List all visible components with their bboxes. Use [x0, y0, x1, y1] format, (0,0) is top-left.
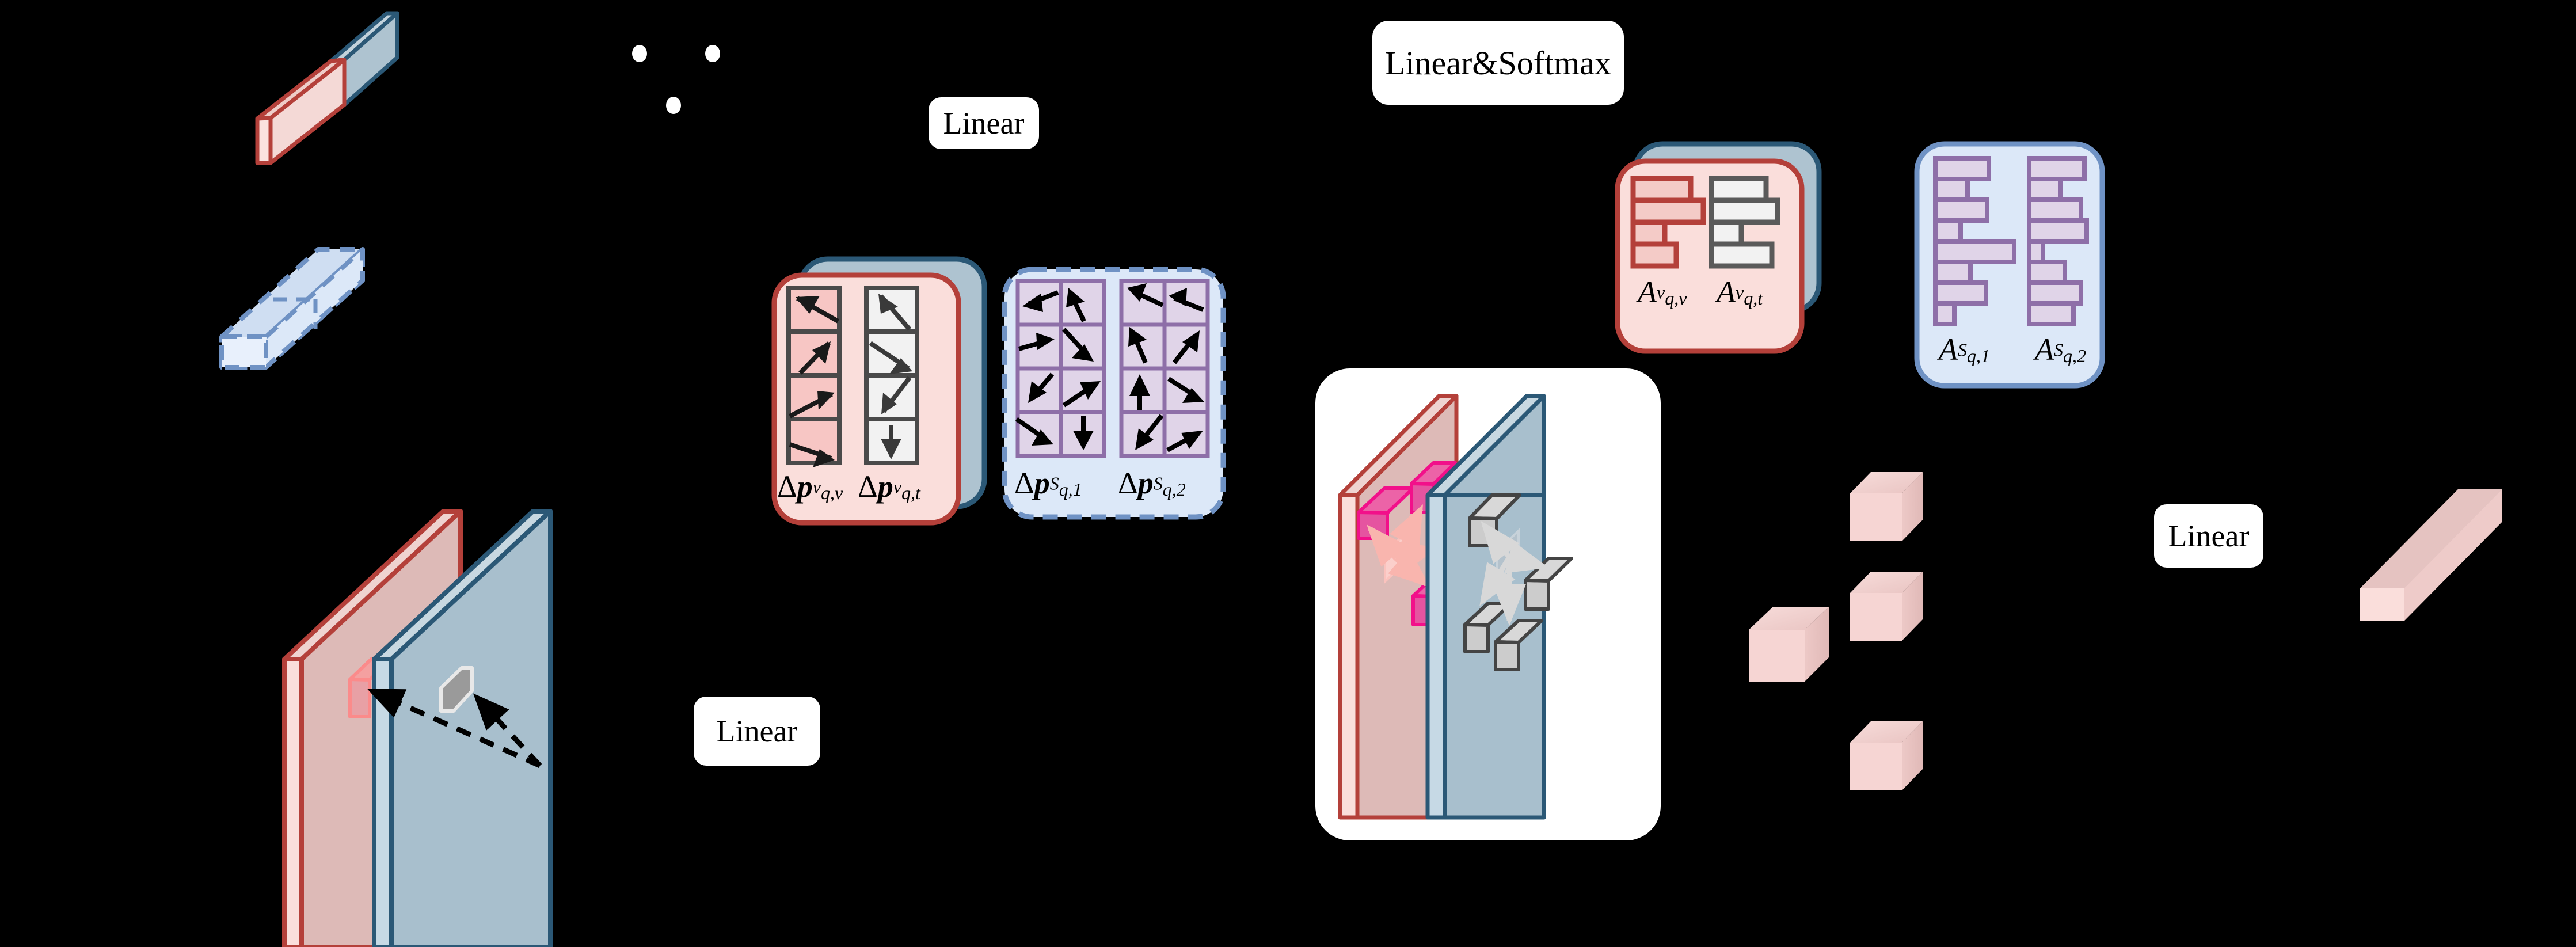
delta-symbol-dp-qv: Δ [777, 469, 797, 504]
plane-blue-left [372, 509, 553, 947]
feature-bar-top-left [255, 11, 399, 165]
offset-grid-dp-s2 [1119, 279, 1210, 458]
label-a-s1: ASq,1 [1939, 334, 1990, 365]
delta-symbol-dp-qt: Δ [858, 469, 878, 504]
pink-cubes-group [1749, 472, 1923, 790]
offset-panel-scene [1002, 267, 1226, 520]
delta-symbol-dp-s2: Δ [1118, 466, 1138, 500]
sub-a-s2: q,2 [2063, 345, 2086, 367]
p-symbol-dp-s1: p [1034, 466, 1050, 500]
offset-panel-visual [771, 256, 987, 526]
attention-bars-as1 [1933, 156, 2016, 326]
delta-symbol-dp-s1: Δ [1014, 466, 1034, 500]
sub-dp-s2: q,2 [1162, 479, 1186, 500]
planes-bottom-left [282, 509, 553, 947]
sup-dp-qv: v [812, 476, 821, 497]
feature-bar-blue-segment [329, 11, 399, 107]
sub-dp-qv: q,v [820, 482, 843, 504]
sup-a-qt: v [1736, 282, 1744, 303]
linear-label-right-text: Linear [2168, 519, 2250, 553]
attention-bars-aqv [1630, 176, 1706, 269]
correspondence-arrows [367, 688, 542, 769]
pink-cube-4 [1850, 721, 1923, 790]
a-symbol-s2: A [2035, 332, 2054, 367]
sub-dp-s1: q,1 [1059, 479, 1082, 500]
feature-bar-dashed-blue [219, 247, 365, 370]
sub-a-s1: q,1 [1967, 345, 1990, 367]
a-symbol-qv: A [1638, 275, 1657, 309]
attention-bars-aqt [1709, 176, 1780, 269]
a-symbol-qt: A [1717, 275, 1736, 309]
sub-a-qt: q,t [1744, 288, 1763, 309]
linear-label-right[interactable]: Linear [2154, 504, 2263, 568]
linear-softmax-label-text: Linear&Softmax [1384, 44, 1611, 82]
sup-dp-qt: v [893, 476, 901, 497]
linear-label-top[interactable]: Linear [929, 97, 1039, 149]
attention-panel-scene [1914, 141, 2105, 389]
a-symbol-s1: A [1939, 332, 1958, 367]
label-dp-s2: ΔpSq,2 [1118, 467, 1186, 499]
plane-blue-center [1425, 394, 1573, 820]
sup-a-s2: S [2054, 339, 2063, 360]
p-symbol-dp-s2: p [1137, 466, 1154, 500]
linear-label-top-text: Linear [943, 106, 1025, 140]
label-dp-qv: Δpvq,v [777, 471, 843, 502]
p-symbol-dp-qt: p [877, 469, 893, 504]
sub-dp-qt: q,t [901, 482, 920, 504]
linear-label-bottom-left-text: Linear [716, 714, 798, 748]
offset-column-dp-qv [786, 286, 842, 467]
output-bar-right [2360, 489, 2502, 621]
pink-cube-3 [1850, 572, 1923, 641]
attention-bars-as2 [2027, 156, 2089, 326]
pink-cube-2 [1850, 472, 1923, 541]
label-dp-qt: Δpvq,t [858, 471, 920, 502]
label-dp-s1: ΔpSq,1 [1014, 467, 1082, 499]
sup-a-s1: S [1958, 339, 1967, 360]
sup-a-qv: v [1657, 282, 1665, 303]
ellipsis-dots [632, 45, 720, 114]
linear-label-bottom-left[interactable]: Linear [694, 697, 820, 766]
attention-panel-visual [1615, 141, 1822, 354]
offset-grid-dp-s1 [1015, 279, 1106, 458]
sup-dp-s2: S [1153, 473, 1163, 494]
label-a-qt: Avq,t [1717, 276, 1763, 307]
sub-a-qv: q,v [1665, 288, 1687, 309]
p-symbol-dp-qv: p [797, 469, 813, 504]
label-a-qv: Avq,v [1638, 276, 1687, 307]
offset-column-dp-qt [864, 286, 919, 465]
label-a-s2: ASq,2 [2035, 334, 2086, 365]
pink-cube-1 [1749, 607, 1829, 682]
feature-bar-red-segment [255, 58, 347, 165]
linear-softmax-label[interactable]: Linear&Softmax [1372, 21, 1624, 105]
center-sampling-panel [1315, 368, 1661, 840]
sup-dp-s1: S [1049, 473, 1059, 494]
